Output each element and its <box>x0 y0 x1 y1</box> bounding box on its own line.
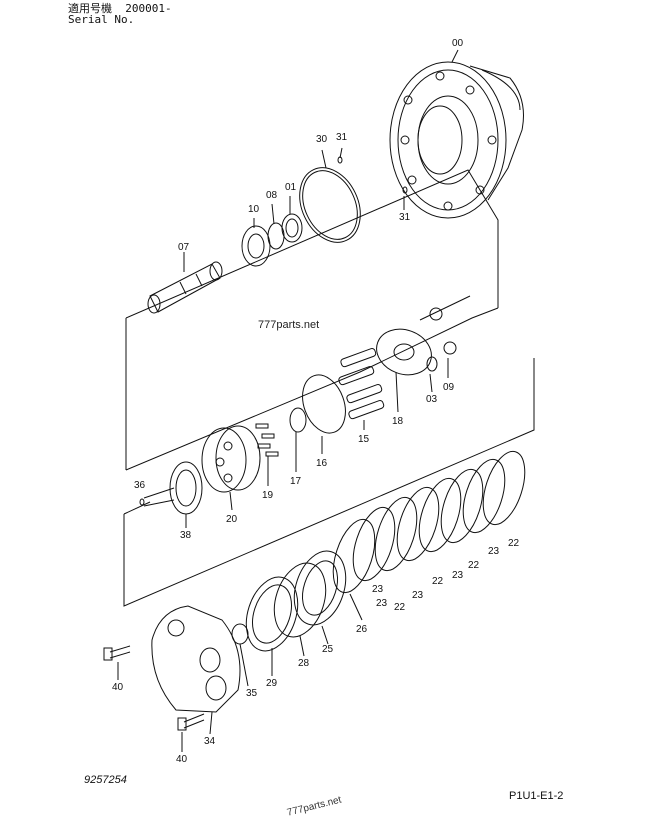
watermark-text: 777parts.net <box>258 319 319 331</box>
plug-part <box>443 341 457 355</box>
part-label: 19 <box>262 490 274 501</box>
part-label: 26 <box>356 624 368 635</box>
part-label: 01 <box>285 182 297 193</box>
bolt-part <box>103 645 131 661</box>
piston-assembly-part <box>338 348 385 420</box>
o-ring-part <box>245 576 299 652</box>
spring-part <box>426 356 438 372</box>
friction-plate-stack <box>332 450 526 594</box>
drawing-number: 9257254 <box>84 774 127 786</box>
page-code: P1U1-E1-2 <box>509 790 564 802</box>
part-label: 08 <box>266 190 278 201</box>
part-label: 34 <box>204 736 216 747</box>
part-label: 30 <box>316 134 328 145</box>
part-label: 16 <box>316 458 328 469</box>
part-label: 31 <box>399 212 411 223</box>
part-label: 40 <box>112 682 124 693</box>
part-label: 38 <box>180 530 192 541</box>
part-label: 31 <box>336 132 348 143</box>
shaft-part <box>147 261 223 314</box>
o-ring-part <box>299 167 361 243</box>
part-label: 40 <box>176 754 188 765</box>
part-label: 22 <box>394 602 406 613</box>
part-label: 18 <box>392 416 404 427</box>
part-label: 36 <box>134 480 146 491</box>
part-label: 07 <box>178 242 190 253</box>
part-label: 23 <box>372 584 384 595</box>
part-label: 23 <box>412 590 424 601</box>
bolt-part <box>177 713 205 731</box>
header-applicable-line: 適用号機 200001- <box>68 3 172 15</box>
part-label: 15 <box>358 434 370 445</box>
part-label: 03 <box>426 394 438 405</box>
applicable-label: 適用号機 <box>68 2 112 15</box>
spherical-bushing-part <box>289 407 307 433</box>
part-label: 23 <box>488 546 500 557</box>
part-label: 22 <box>432 576 444 587</box>
part-label: 29 <box>266 678 278 689</box>
pin-part <box>402 186 408 194</box>
swash-plate-part <box>376 328 432 376</box>
serial-range: 200001- <box>125 2 172 15</box>
part-label: 09 <box>443 382 455 393</box>
serial-label: Serial No. <box>68 13 135 26</box>
part-label: 00 <box>452 38 464 49</box>
part-label: 25 <box>322 644 334 655</box>
part-label: 22 <box>508 538 520 549</box>
housing-part <box>389 61 524 219</box>
retainer-plate-part <box>302 374 346 434</box>
part-label: 10 <box>248 204 260 215</box>
part-label: 23 <box>376 598 388 609</box>
part-label: 35 <box>246 688 258 699</box>
seal-part <box>281 213 303 243</box>
plug-part <box>429 307 443 321</box>
brake-piston-part <box>293 550 347 626</box>
pin-part <box>139 498 145 506</box>
bearing-part <box>241 225 271 267</box>
part-label: 20 <box>226 514 238 525</box>
valve-body-part <box>151 605 241 713</box>
part-label: 22 <box>468 560 480 571</box>
part-label: 23 <box>452 570 464 581</box>
part-label: 28 <box>298 658 310 669</box>
o-ring-part <box>273 562 327 638</box>
cylinder-block-part <box>201 425 261 493</box>
part-label: 17 <box>290 476 302 487</box>
